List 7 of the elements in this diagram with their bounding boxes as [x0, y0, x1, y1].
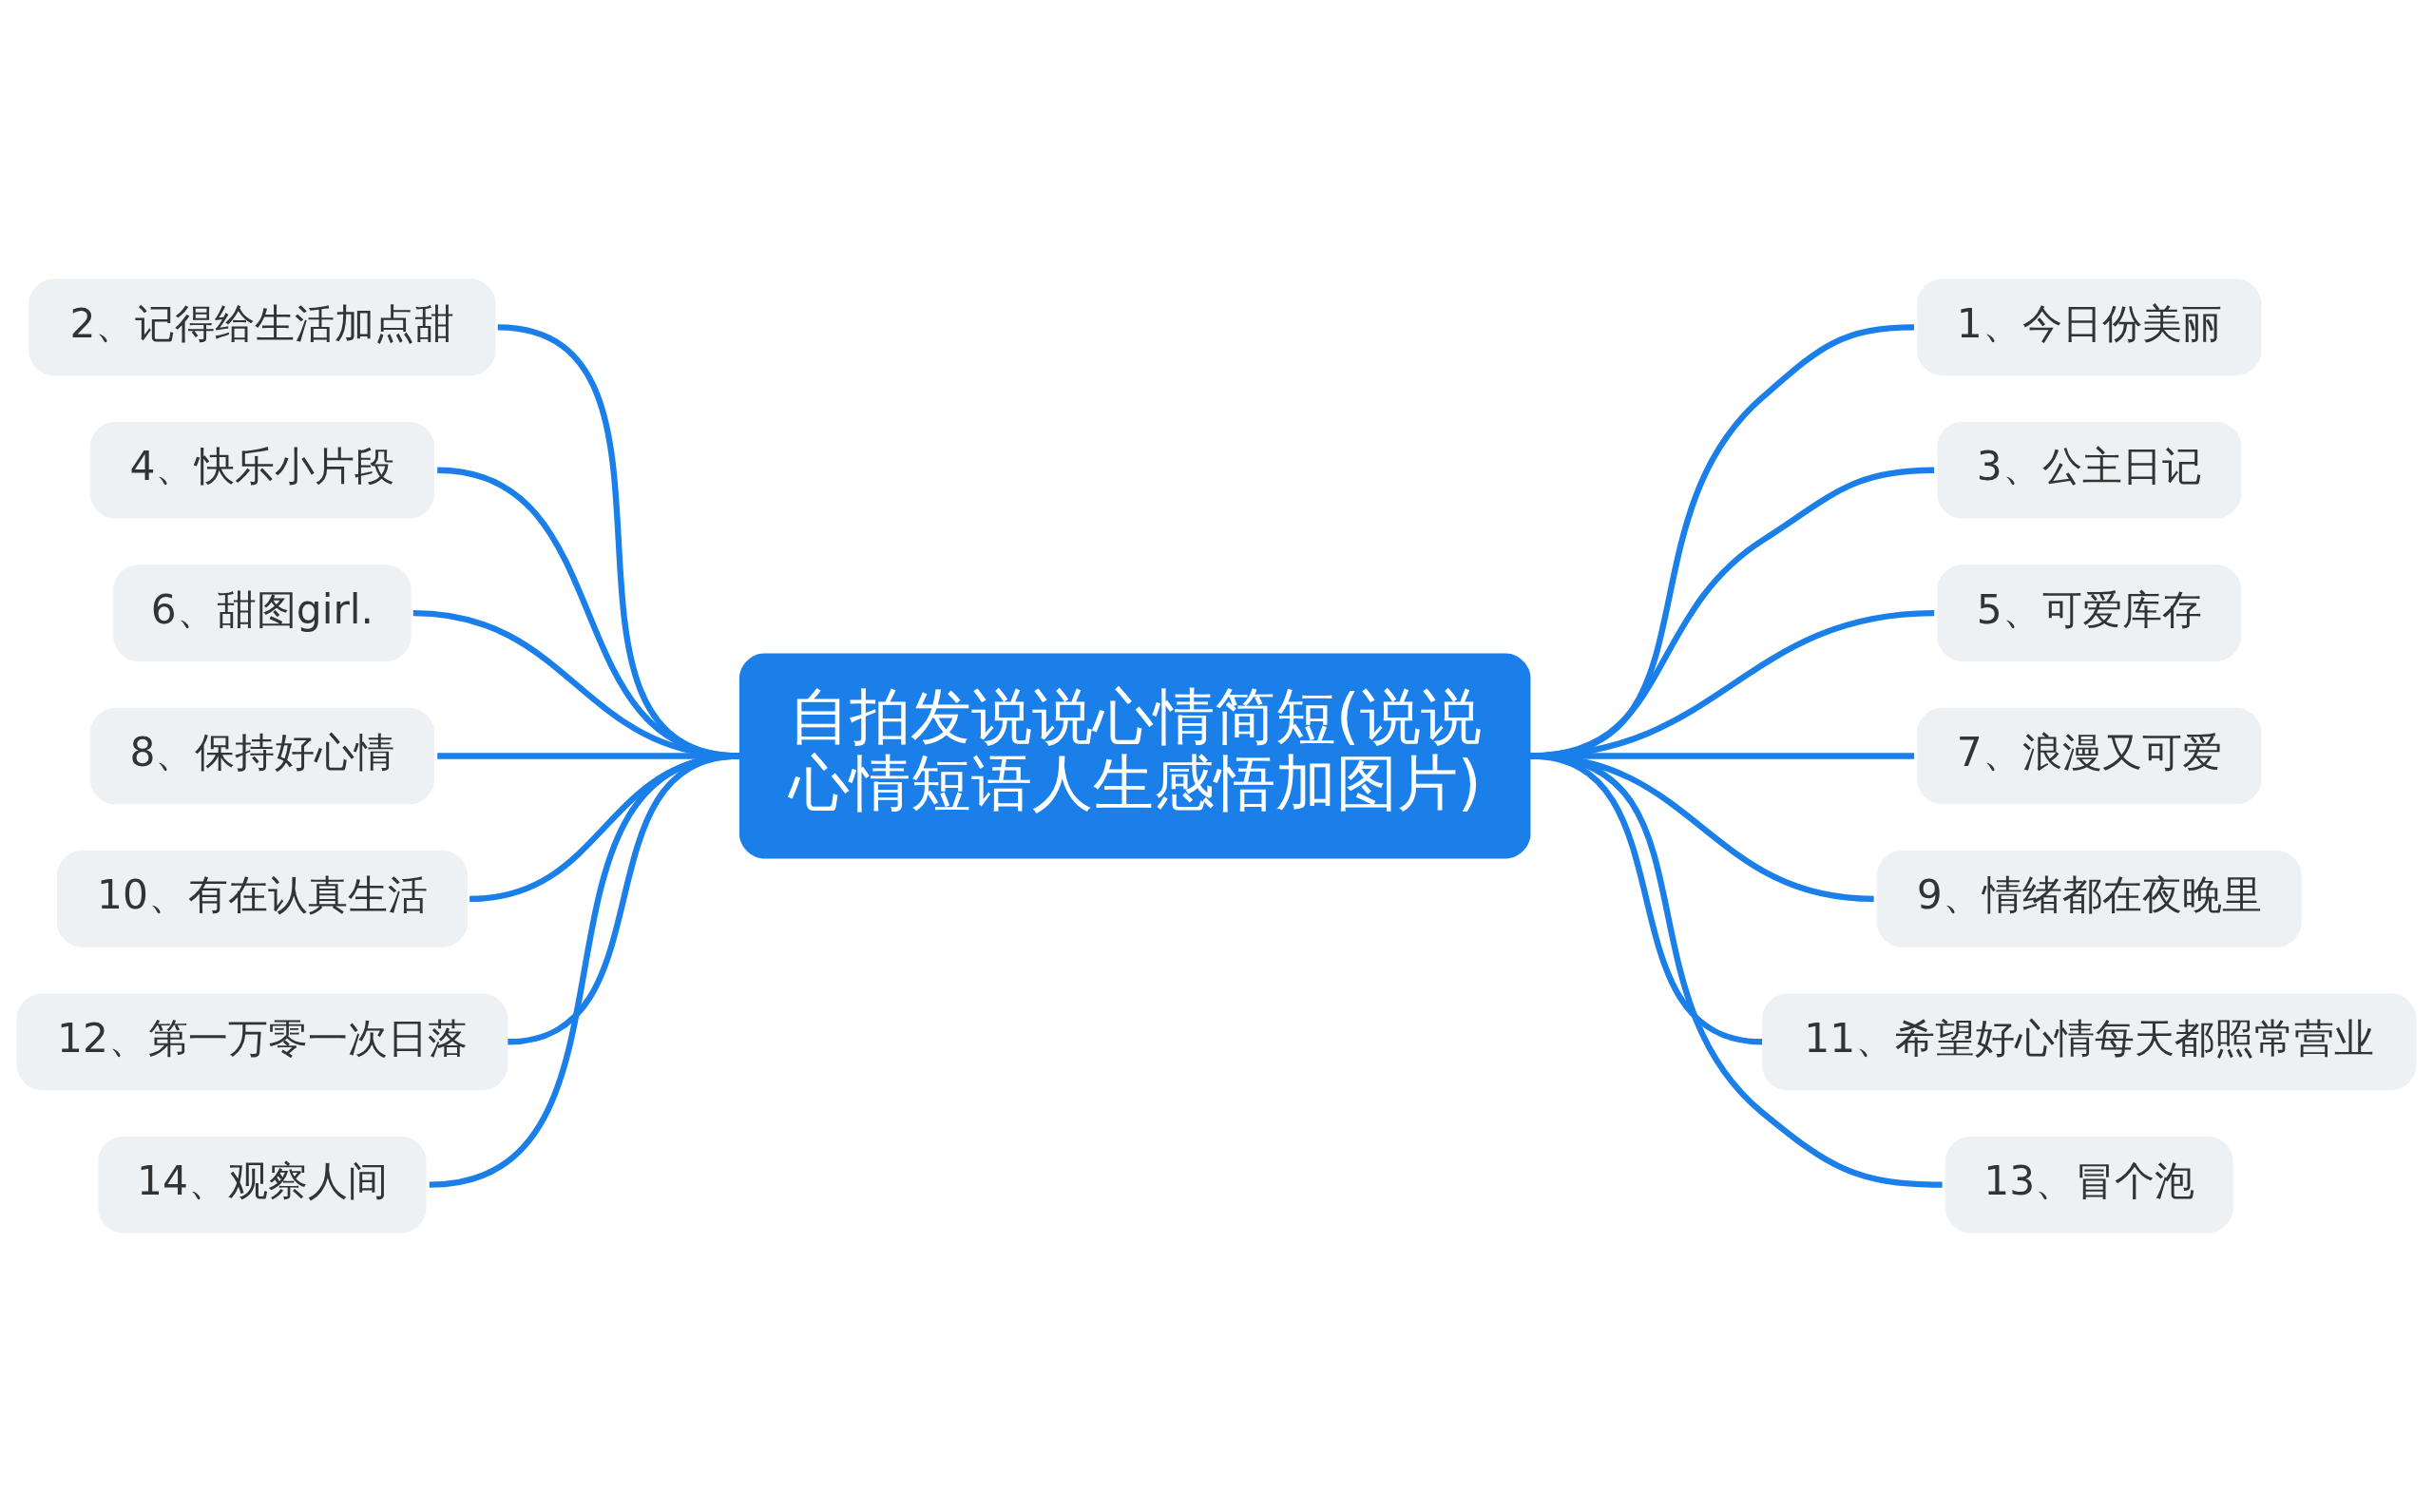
node-box: 2、记得给生活加点甜: [29, 278, 496, 376]
node-box: 11、希望好心情每天都照常营业: [1762, 993, 2417, 1091]
node-box: 12、第一万零一次日落: [16, 993, 508, 1091]
node-box: 6、甜图girl.: [113, 565, 412, 661]
connector: [429, 753, 740, 1188]
node-box: 自拍发说说心情简短(说说心情短语人生感悟加图片): [738, 653, 1531, 859]
connector: [1530, 753, 1943, 1188]
